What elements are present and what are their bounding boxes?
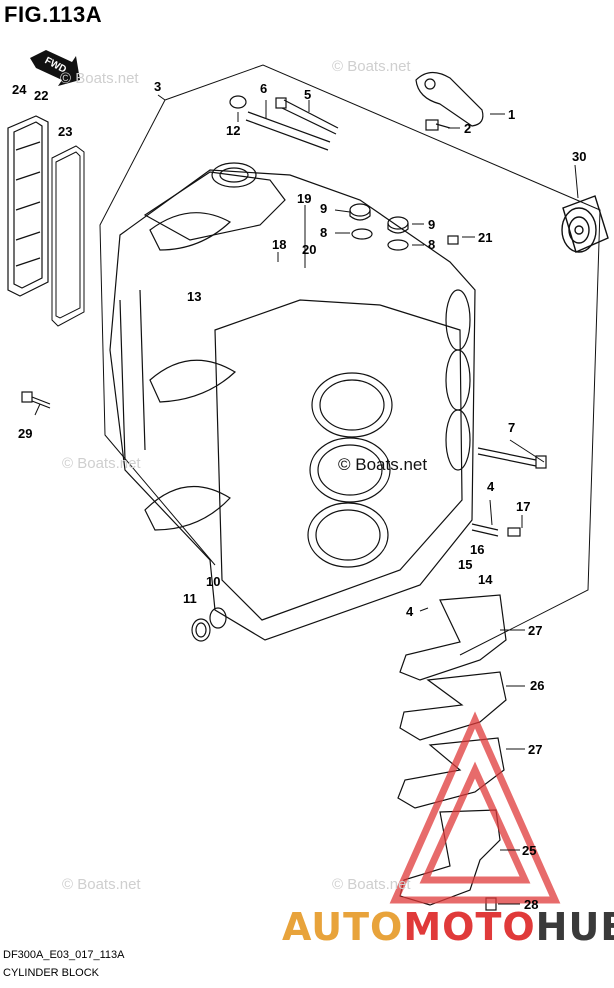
callout-26: 26 xyxy=(530,678,545,693)
callout-13: 13 xyxy=(187,289,202,304)
callout-9: 9 xyxy=(320,201,328,216)
oil-filter-30 xyxy=(561,195,609,253)
oil-seals-10-11 xyxy=(191,607,227,642)
callout-19: 19 xyxy=(297,191,312,206)
callout-4b: 4 xyxy=(406,604,414,619)
callout-2: 2 xyxy=(464,121,472,136)
logo-part-auto: AUTO xyxy=(282,905,404,949)
leader-lines xyxy=(34,94,579,905)
exploded-view-outline xyxy=(164,64,601,656)
washer-12 xyxy=(229,95,247,109)
callout-5: 5 xyxy=(304,87,312,102)
callout-3: 3 xyxy=(154,79,162,94)
callout-1: 1 xyxy=(508,107,516,122)
callout-27b: 27 xyxy=(528,742,543,757)
watermark-faint-3: © Boats.net xyxy=(62,455,141,472)
callout-28: 28 xyxy=(524,897,539,912)
automotohub-wordmark: AUTOMOTOHUB xyxy=(282,905,614,949)
figure-code: DF300A_E03_017_113A xyxy=(3,949,125,961)
callout-8: 8 xyxy=(320,225,328,240)
callout-8b: 8 xyxy=(428,237,436,252)
callout-7: 7 xyxy=(508,420,516,435)
callout-16: 16 xyxy=(470,542,485,557)
bolt-2 xyxy=(425,119,451,131)
callout-17: 17 xyxy=(516,499,531,514)
bolt-7 xyxy=(477,447,547,469)
watermark-main: © Boats.net xyxy=(338,455,428,474)
plug-21 xyxy=(447,235,459,245)
bracket-1 xyxy=(415,71,484,127)
gasket-23 xyxy=(51,145,85,327)
watermark-faint-1: © Boats.net xyxy=(60,70,139,87)
plugs-9-orings-8 xyxy=(349,203,409,251)
cylinder-block xyxy=(109,162,476,641)
callout-22: 22 xyxy=(34,88,49,103)
callout-21: 21 xyxy=(478,230,493,245)
pin-14-bolt-17 xyxy=(471,523,521,537)
callout-30: 30 xyxy=(572,149,587,164)
automotohub-logo-icon xyxy=(389,711,561,904)
callout-25: 25 xyxy=(522,843,537,858)
figure-caption: CYLINDER BLOCK xyxy=(3,967,99,979)
callout-12: 12 xyxy=(226,123,241,138)
callout-27: 27 xyxy=(528,623,543,638)
callout-11: 11 xyxy=(183,591,197,606)
callout-29: 29 xyxy=(18,426,33,441)
bolt-29 xyxy=(21,391,51,409)
watermark-faint-4: © Boats.net xyxy=(62,876,141,893)
figure-title: FIG.113A xyxy=(4,2,103,27)
intake-cover-gasket-22 xyxy=(7,115,49,297)
callout-18: 18 xyxy=(272,237,287,252)
watermark-faint-5: © Boats.net xyxy=(332,876,411,893)
callout-24: 24 xyxy=(12,82,27,97)
callout-9b: 9 xyxy=(428,217,436,232)
callout-4: 4 xyxy=(487,479,495,494)
fwd-arrow-icon xyxy=(30,50,80,86)
callout-6: 6 xyxy=(260,81,268,96)
callout-23: 23 xyxy=(58,124,73,139)
bolts-5-6 xyxy=(245,97,339,151)
callout-10: 10 xyxy=(206,574,221,589)
logo-part-hub: HUB xyxy=(535,905,614,949)
logo-part-moto: MOTO xyxy=(403,905,536,949)
watermark-faint-2: © Boats.net xyxy=(332,58,411,75)
callout-15: 15 xyxy=(458,557,473,572)
callout-20: 20 xyxy=(302,242,317,257)
callout-14: 14 xyxy=(478,572,493,587)
